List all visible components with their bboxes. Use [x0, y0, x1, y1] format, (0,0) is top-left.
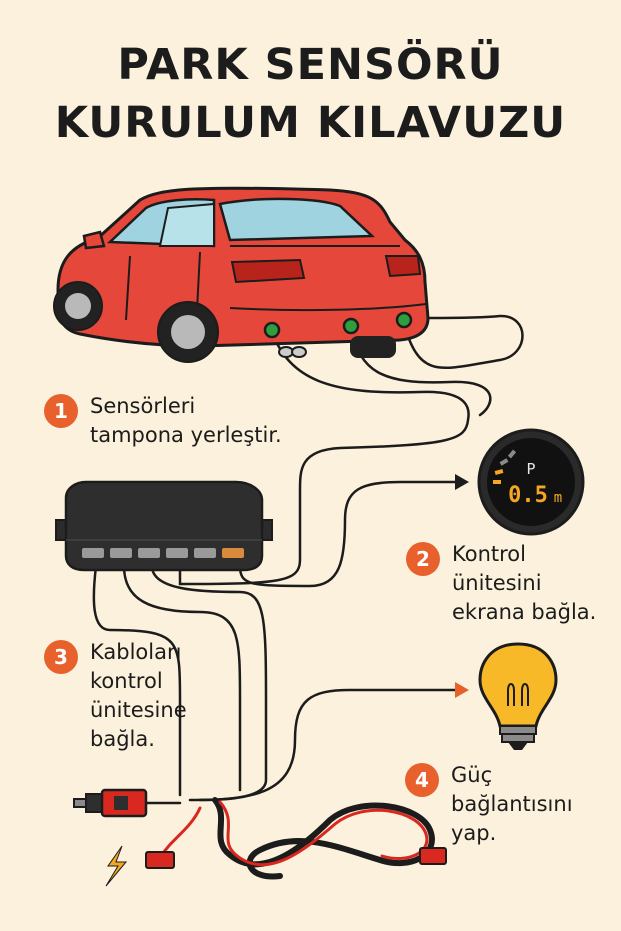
step-4-line-1: Güç	[451, 763, 493, 787]
display-level-segments	[493, 449, 517, 484]
car	[53, 186, 430, 363]
parking-sensor-1	[263, 321, 281, 339]
step-4-line-2: bağlantısını	[451, 792, 573, 816]
tail-light-left	[230, 258, 306, 284]
title-line-1: PARK SENSÖRÜ	[117, 40, 504, 90]
step-2-line-3: ekrana bağla.	[452, 600, 597, 624]
lightning-icon	[105, 845, 128, 887]
power-wire	[188, 688, 457, 802]
power-cable	[158, 797, 435, 880]
display-wire	[238, 480, 457, 588]
step-4-text: Güç bağlantısını yap.	[451, 761, 573, 848]
step-3-line-3: ünitesine	[90, 698, 187, 722]
step-2-line-2: ünitesini	[452, 571, 542, 595]
side-mirror	[82, 230, 106, 250]
ctrl-wire-2	[122, 564, 242, 792]
display-gear: P	[526, 460, 535, 478]
step-3-badge: 3	[44, 640, 78, 674]
step-2-line-1: Kontrol	[452, 542, 526, 566]
step-3-text: Kabloları kontrol ünitesine bağla.	[90, 638, 187, 754]
ctrl-wire-1	[92, 564, 182, 797]
power-connector-right	[419, 847, 447, 865]
display-distance: 0.5	[508, 483, 548, 508]
step-4-badge: 4	[405, 763, 439, 797]
step-2-badge: 2	[406, 542, 440, 576]
side-window	[158, 202, 215, 247]
step-3-line-1: Kabloları	[90, 640, 182, 664]
step-2: 2 Kontrol ünitesini ekrana bağla.	[406, 540, 596, 627]
port-c	[138, 548, 160, 558]
control-unit	[55, 480, 273, 572]
step-3: 3 Kabloları kontrol ünitesine bağla.	[44, 638, 187, 754]
tail-light-right	[384, 255, 422, 278]
port-a	[82, 548, 104, 558]
bulb-icon	[478, 642, 558, 750]
port-power	[222, 548, 244, 558]
power-connector-left	[145, 851, 175, 869]
step-3-line-4: bağla.	[90, 727, 155, 751]
power-plug	[73, 788, 148, 818]
parking-display	[477, 428, 585, 536]
exhaust-pipe	[278, 346, 294, 358]
step-1-line-2: tampona yerleştir.	[90, 423, 282, 447]
bumper	[229, 303, 427, 312]
step-4: 4 Güç bağlantısını yap.	[405, 761, 573, 848]
sensor-wire-1	[178, 330, 470, 586]
arrow-to-bulb	[455, 682, 469, 698]
rear-window	[218, 197, 376, 242]
rear-wheel-right	[350, 336, 396, 358]
step-4-line-3: yap.	[451, 821, 497, 845]
step-1-text: Sensörleri tampona yerleştir.	[90, 392, 282, 450]
arrow-to-display	[455, 474, 469, 490]
port-d	[166, 548, 188, 558]
display-unit: m	[554, 490, 562, 506]
parking-sensor-2	[342, 317, 360, 335]
sensor-wire-3	[402, 314, 524, 369]
step-1: 1 Sensörleri tampona yerleştir.	[44, 392, 282, 450]
port-b	[110, 548, 132, 558]
parking-sensor-3	[395, 311, 413, 329]
page-title: PARK SENSÖRÜ KURULUM KILAVUZU	[0, 36, 621, 152]
step-3-line-2: kontrol	[90, 669, 163, 693]
step-1-badge: 1	[44, 394, 78, 428]
sensor-wires	[92, 314, 524, 805]
step-1-line-1: Sensörleri	[90, 394, 196, 418]
title-line-2: KURULUM KILAVUZU	[54, 98, 567, 148]
step-2-text: Kontrol ünitesini ekrana bağla.	[452, 540, 596, 627]
port-e	[194, 548, 216, 558]
